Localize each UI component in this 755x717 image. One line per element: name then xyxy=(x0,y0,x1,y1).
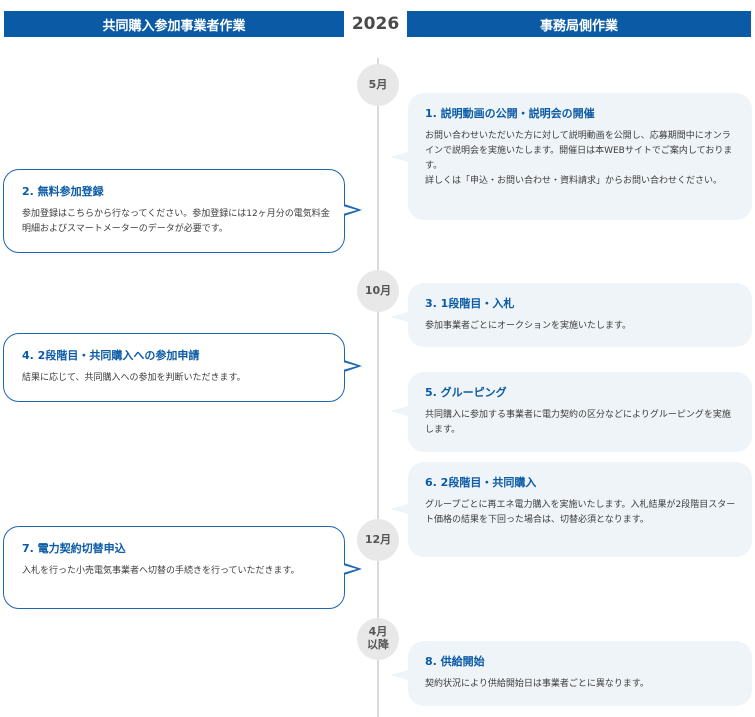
office-step-8-pointer xyxy=(390,670,408,680)
participant-step-7: 7. 電力契約切替申込 入札を行った小売電気事業者へ切替の手続きを行っていただき… xyxy=(3,526,345,609)
office-step-body: 契約状況により供給開始日は事業者ごとに異なります。 xyxy=(425,679,649,689)
office-step-title: 6. 2段階目・共同購入 xyxy=(425,476,537,489)
timeline-axis xyxy=(377,58,379,717)
office-step-body: 参加事業者ごとにオークションを実施いたします。 xyxy=(425,321,632,331)
office-header: 事務局側作業 xyxy=(407,11,751,37)
office-step-title: 3. 1段階目・入札 xyxy=(425,297,515,310)
participant-step-4: 4. 2段階目・共同購入への参加申請 結果に応じて、共同購入への参加を判断いただ… xyxy=(3,333,345,402)
office-step-3-pointer xyxy=(390,312,408,322)
participant-step-title: 7. 電力契約切替申込 xyxy=(22,542,126,555)
year-label: 2026 xyxy=(351,14,400,34)
participant-step-body: 結果に応じて、共同購入への参加を判断いただきます。 xyxy=(22,373,246,383)
office-step-6-pointer xyxy=(390,504,408,514)
office-step-8: 8. 供給開始 契約状況により供給開始日は事業者ごとに異なります。 xyxy=(408,641,752,706)
office-step-3: 3. 1段階目・入札 参加事業者ごとにオークションを実施いたします。 xyxy=(408,283,752,347)
participant-step-2: 2. 無料参加登録 参加登録はこちらから行なってください。参加登録には12ヶ月分… xyxy=(3,169,345,253)
participant-step-title: 4. 2段階目・共同購入への参加申請 xyxy=(22,349,200,362)
participant-step-2-pointer xyxy=(343,204,362,216)
office-step-body: グループごとに再エネ電力購入を実施いたします。入札結果が2段階目スタート価格の結… xyxy=(425,500,736,525)
participant-step-7-pointer xyxy=(343,563,362,575)
participant-header: 共同購入参加事業者作業 xyxy=(4,11,344,37)
office-step-title: 1. 説明動画の公開・説明会の開催 xyxy=(425,107,595,120)
month-marker-december: 12月 xyxy=(357,519,399,561)
office-step-5: 5. グルーピング 共同購入に参加する事業者に電力契約の区分などによりグルーピン… xyxy=(408,372,752,452)
participant-step-body: 参加登録はこちらから行なってください。参加登録には12ヶ月分の電気料金明細および… xyxy=(22,209,330,234)
office-step-1-pointer xyxy=(390,152,408,162)
month-marker-april-onward: 4月 以降 xyxy=(357,618,399,660)
participant-step-title: 2. 無料参加登録 xyxy=(22,185,104,198)
office-step-title: 8. 供給開始 xyxy=(425,655,485,668)
month-marker-may: 5月 xyxy=(357,64,399,106)
office-step-1: 1. 説明動画の公開・説明会の開催 お問い合わせいただいた方に対して説明動画を公… xyxy=(408,93,752,220)
office-step-6: 6. 2段階目・共同購入 グループごとに再エネ電力購入を実施いたします。入札結果… xyxy=(408,462,752,557)
participant-step-4-pointer xyxy=(343,360,362,372)
month-marker-october: 10月 xyxy=(357,270,399,312)
office-step-body: 共同購入に参加する事業者に電力契約の区分などによりグルーピングを実施します。 xyxy=(425,410,731,435)
office-step-5-pointer xyxy=(390,406,408,416)
office-step-title: 5. グルーピング xyxy=(425,386,507,399)
participant-step-body: 入札を行った小売電気事業者へ切替の手続きを行っていただきます。 xyxy=(22,566,300,576)
office-step-body: お問い合わせいただいた方に対して説明動画を公開し、応募期間中にオンラインで説明会… xyxy=(425,131,733,186)
